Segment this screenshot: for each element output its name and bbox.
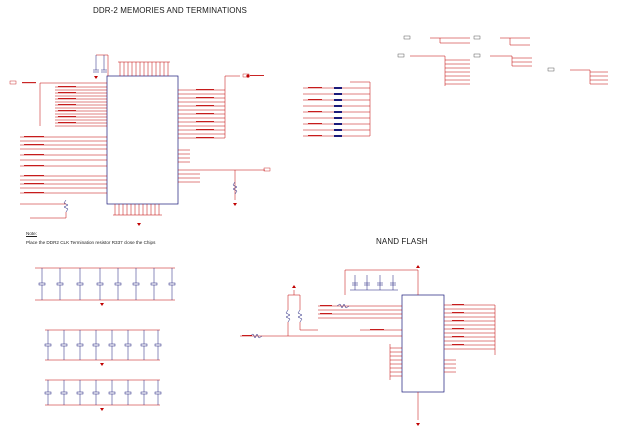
note-label: Note:: [26, 231, 37, 236]
resistor-array: [303, 81, 371, 137]
ddr2-chip: [9, 54, 271, 226]
nand-chip: [240, 265, 496, 426]
capacitor-banks: [35, 267, 176, 411]
nand-section-title: NAND FLASH: [376, 237, 428, 246]
note-text: Place the DDR2 CLK Termination resistor …: [26, 240, 156, 245]
net-label-marks: [22, 75, 464, 345]
ddr-section-title: DDR-2 MEMORIES AND TERMINATIONS: [93, 6, 247, 15]
connector-buses: [410, 37, 608, 86]
